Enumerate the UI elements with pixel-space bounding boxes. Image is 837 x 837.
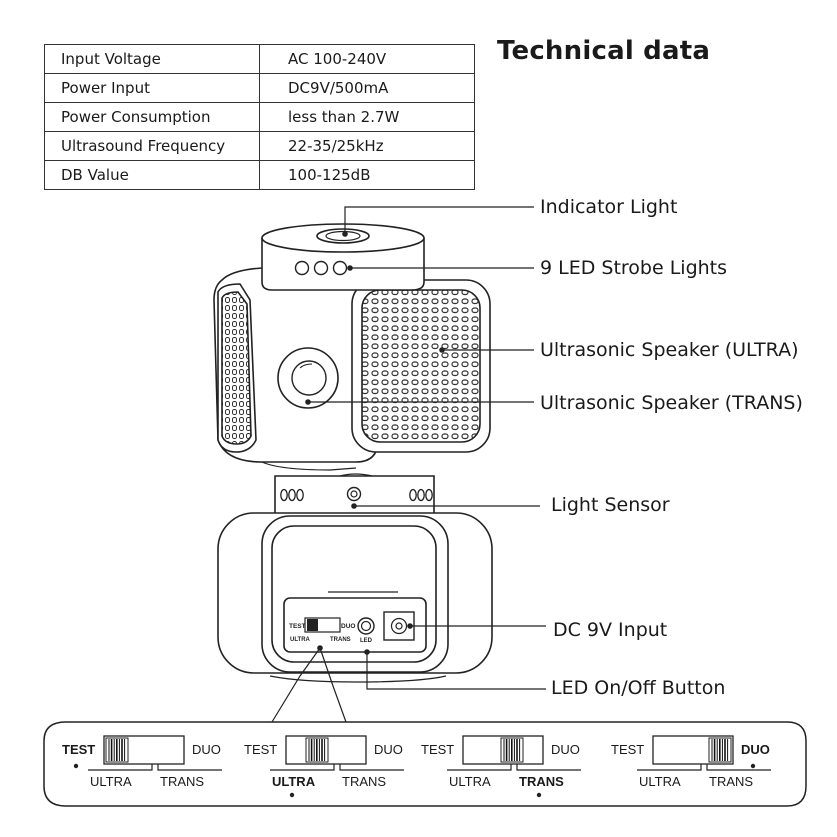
mode-right-label: DUO bbox=[192, 742, 221, 757]
leader-lines bbox=[271, 206, 546, 723]
active-mode-dot bbox=[73, 763, 79, 769]
switch-knob bbox=[105, 737, 129, 763]
spec-label: Ultrasound Frequency bbox=[44, 131, 260, 161]
callout-light-sensor: Light Sensor bbox=[551, 494, 670, 516]
device-front-view bbox=[213, 223, 491, 471]
callout-indicator-light: Indicator Light bbox=[540, 196, 678, 218]
panel-led-label: LED bbox=[360, 638, 373, 644]
switch-mode: TEST DUO ULTRA TRANS bbox=[611, 735, 771, 789]
mode-left-label: TEST bbox=[611, 742, 644, 757]
mode-left-label: TEST bbox=[62, 742, 95, 757]
mode-left-label: TEST bbox=[421, 742, 454, 757]
switch-mode: TEST DUO ULTRA TRANS bbox=[421, 735, 581, 798]
active-mode-dot bbox=[289, 792, 295, 798]
mode-right-label: DUO bbox=[374, 742, 403, 757]
callout-strobe-lights: 9 LED Strobe Lights bbox=[540, 257, 728, 279]
spec-value: DC9V/500mA bbox=[259, 73, 475, 103]
device-back-view bbox=[217, 473, 493, 683]
switch-knob bbox=[708, 737, 732, 763]
switch-knob bbox=[500, 737, 524, 763]
mode-right-label: DUO bbox=[741, 742, 770, 757]
active-mode-dot bbox=[536, 792, 542, 798]
spec-value: 100-125dB bbox=[259, 160, 475, 190]
panel-duo-label: DUO bbox=[341, 623, 355, 630]
switch-detail-panel bbox=[43, 721, 807, 807]
spec-label: Power Consumption bbox=[44, 102, 260, 132]
switch-knob bbox=[305, 737, 329, 763]
spec-value: less than 2.7W bbox=[259, 102, 475, 132]
spec-value: AC 100-240V bbox=[259, 44, 475, 74]
mode-bottom-left-label: ULTRA bbox=[272, 774, 316, 789]
mode-bottom-right-label: TRANS bbox=[160, 774, 204, 789]
mode-bottom-right-label: TRANS bbox=[709, 774, 753, 789]
panel-ultra-label: ULTRA bbox=[290, 637, 311, 643]
mode-bottom-left-label: ULTRA bbox=[639, 774, 681, 789]
mode-left-label: TEST bbox=[244, 742, 277, 757]
callout-speaker-trans: Ultrasonic Speaker (TRANS) bbox=[540, 392, 803, 414]
mode-right-label: DUO bbox=[551, 742, 580, 757]
mode-bottom-left-label: ULTRA bbox=[449, 774, 491, 789]
callout-speaker-ultra: Ultrasonic Speaker (ULTRA) bbox=[540, 339, 799, 361]
mode-bottom-right-label: TRANS bbox=[342, 774, 386, 789]
callout-dc-input: DC 9V Input bbox=[553, 619, 668, 641]
spec-label: DB Value bbox=[44, 160, 260, 190]
page-title: Technical data bbox=[497, 36, 711, 66]
switch-mode: TEST DUO ULTRA TRANS bbox=[62, 735, 222, 789]
mode-bottom-right-label: TRANS bbox=[519, 774, 564, 789]
panel-trans-label: TRANS bbox=[330, 637, 351, 643]
switch-mode: TEST DUO ULTRA TRANS bbox=[244, 735, 404, 798]
active-mode-dot bbox=[750, 763, 756, 769]
spec-value: 22-35/25kHz bbox=[259, 131, 475, 161]
callout-led-button: LED On/Off Button bbox=[551, 677, 726, 699]
spec-label: Input Voltage bbox=[44, 44, 260, 74]
panel-test-label: TEST bbox=[289, 623, 306, 630]
mode-bottom-left-label: ULTRA bbox=[90, 774, 132, 789]
